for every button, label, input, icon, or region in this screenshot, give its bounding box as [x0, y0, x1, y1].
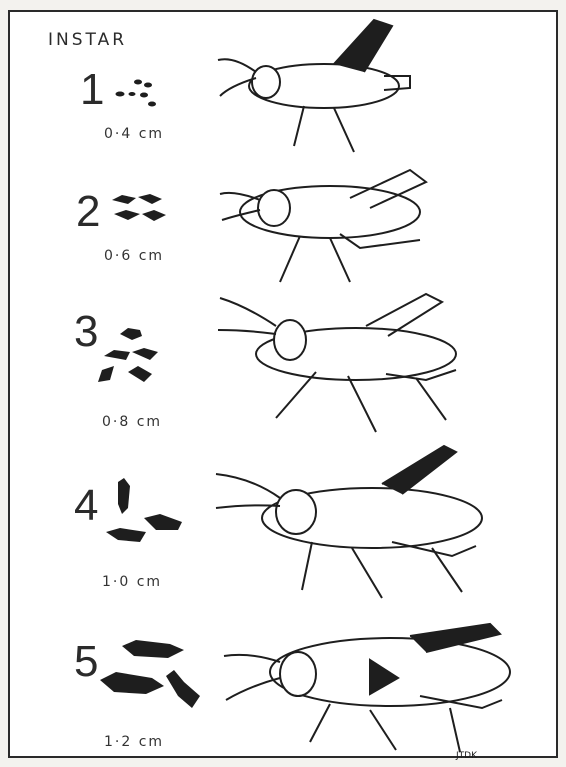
stage-1-number: 1 — [80, 68, 104, 112]
stage-2-number: 2 — [76, 190, 100, 234]
stage-1-hopper-illustration — [214, 16, 424, 156]
stage-1-size: 0·4 cm — [104, 126, 164, 142]
stage-3-nymph-silhouettes — [96, 322, 176, 396]
stage-2-nymph-silhouettes — [108, 192, 170, 228]
stage-5-size: 1·2 cm — [104, 734, 164, 750]
stage-4-hopper-illustration — [212, 438, 482, 610]
stage-5-hopper-illustration: JTDK — [220, 616, 510, 762]
stage-3-hopper-illustration — [216, 286, 466, 436]
stage-3-size: 0·8 cm — [102, 414, 162, 430]
heading-instar: INSTAR — [48, 30, 127, 50]
stage-2-hopper-illustration — [220, 164, 440, 294]
stage-4-size: 1·0 cm — [102, 574, 162, 590]
stage-4-nymph-silhouettes — [100, 474, 192, 558]
stage-1-nymph-silhouettes — [108, 78, 164, 114]
stage-5-nymph-silhouettes — [96, 636, 208, 720]
stage-5-number: 5 — [74, 640, 98, 684]
stage-2-size: 0·6 cm — [104, 248, 164, 264]
illustrator-credit: JTDK — [455, 751, 478, 761]
stage-4-number: 4 — [74, 484, 98, 528]
stage-3-number: 3 — [74, 310, 98, 354]
